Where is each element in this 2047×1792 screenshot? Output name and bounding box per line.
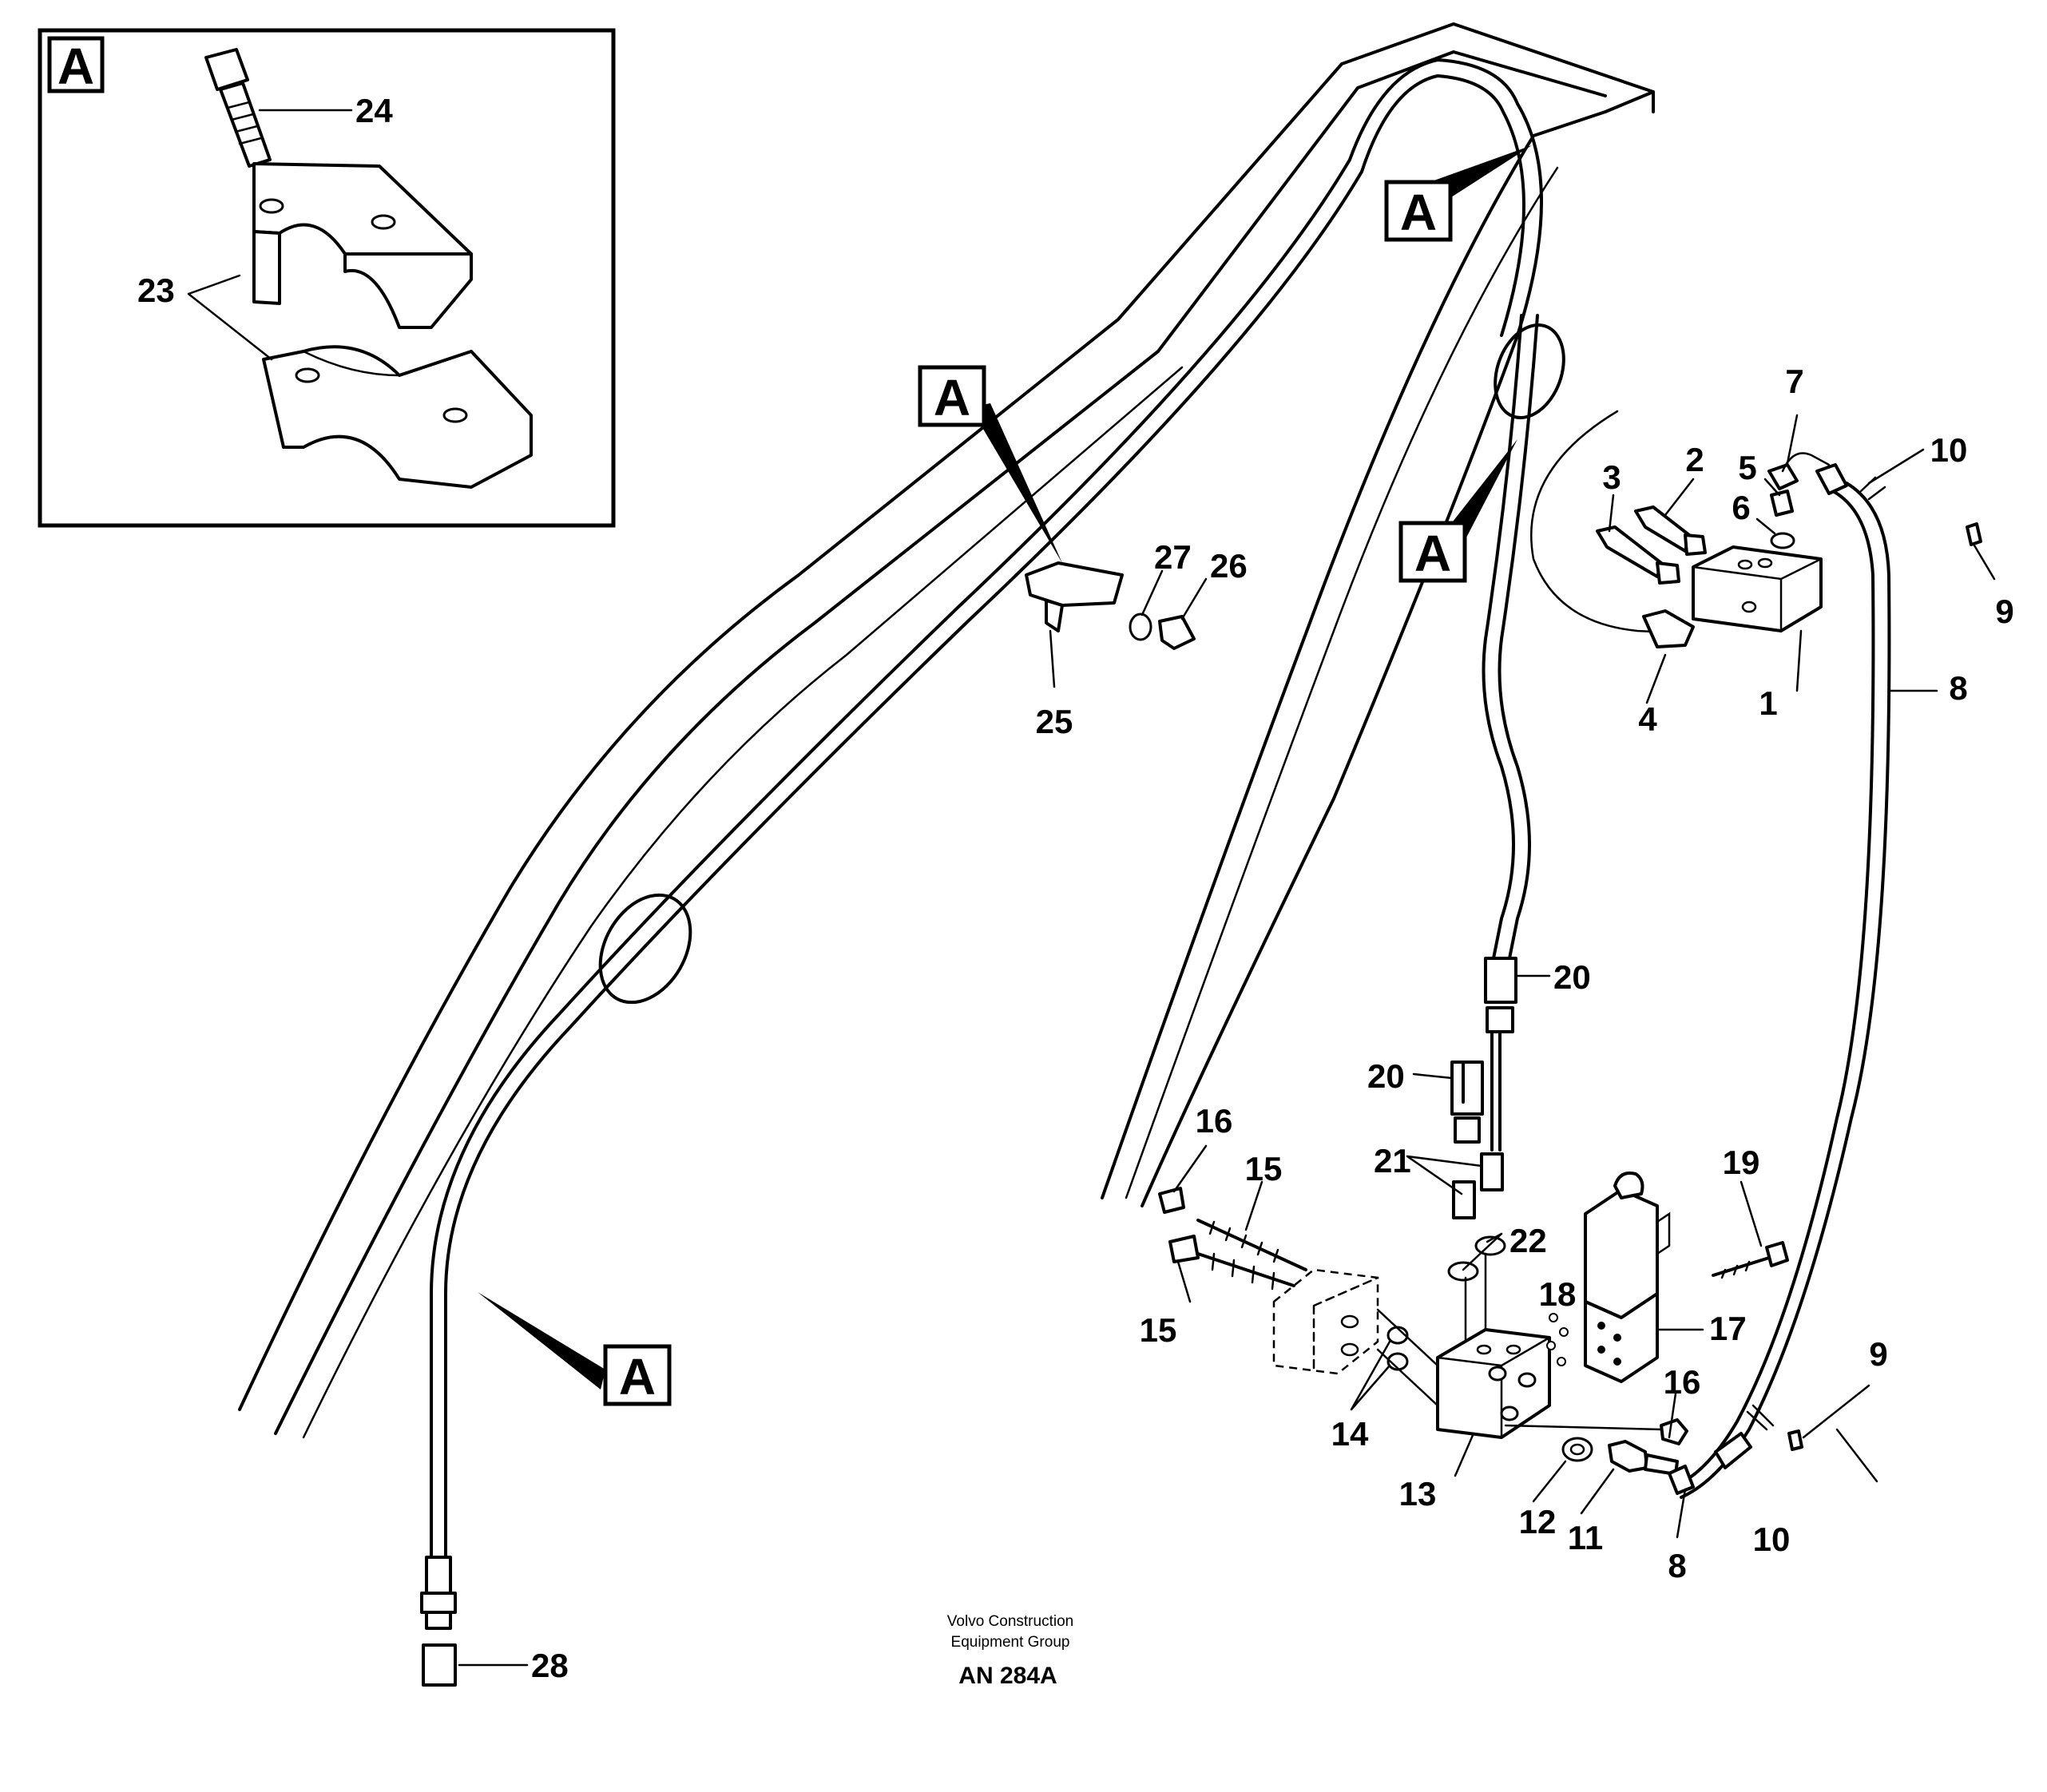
label-10-bottom: 10 [1753, 1520, 1791, 1558]
pipe-8 [1668, 463, 1891, 1499]
label-14: 14 [1331, 1415, 1369, 1453]
callout-tag-a-top: A [1384, 145, 1532, 242]
label-25: 25 [1036, 703, 1073, 740]
label-20-lower: 20 [1367, 1057, 1405, 1095]
label-16-upper: 16 [1196, 1102, 1233, 1140]
footer-code: AN 284A [958, 1663, 1057, 1689]
label-15-upper: 15 [1245, 1150, 1283, 1187]
label-5: 5 [1738, 449, 1756, 486]
label-10-top: 10 [1930, 431, 1968, 469]
label-28: 28 [531, 1647, 569, 1684]
label-9-top: 9 [1995, 593, 2013, 630]
label-27: 27 [1154, 538, 1192, 576]
footer-company-line1: Volvo Construction [947, 1613, 1073, 1630]
orings-18 [1546, 1313, 1569, 1366]
label-8-bottom: 8 [1668, 1547, 1686, 1584]
callout-tag-a-right: A [1398, 439, 1517, 583]
label-3: 3 [1602, 458, 1621, 496]
label-13: 13 [1399, 1475, 1437, 1512]
label-9-bottom: 9 [1869, 1335, 1887, 1373]
label-6: 6 [1732, 489, 1750, 526]
svg-text:A: A [1400, 184, 1437, 241]
inset-tag-a: A [58, 38, 94, 95]
clamp-upper-half [252, 162, 473, 329]
footer: Volvo Construction Equipment Group AN 28… [947, 1613, 1073, 1689]
clamp-lower-half [262, 345, 533, 489]
label-24: 24 [355, 92, 393, 129]
label-21: 21 [1374, 1142, 1411, 1179]
label-2: 2 [1685, 441, 1704, 478]
label-18: 18 [1539, 1275, 1577, 1313]
label-16-lower: 16 [1664, 1363, 1701, 1401]
label-4: 4 [1638, 700, 1657, 738]
detail-a-inset: A 24 23 [38, 28, 616, 528]
valve-block-13 [1436, 1328, 1551, 1439]
leader-23 [187, 274, 273, 361]
label-7: 7 [1785, 363, 1803, 400]
hydraulic-pipe-long [420, 58, 1543, 1687]
bolts-15 [1158, 1187, 1307, 1290]
dashed-block [1272, 1268, 1439, 1407]
leader-lines [458, 414, 1996, 1667]
label-20-upper: 20 [1553, 958, 1591, 996]
part-labels: 1 2 3 4 5 6 7 8 8 9 9 10 10 11 12 13 14 … [531, 363, 2014, 1684]
pipe-20-assembly [1447, 314, 1539, 1343]
label-26: 26 [1210, 547, 1248, 585]
label-19: 19 [1723, 1144, 1760, 1181]
svg-text:A: A [1414, 525, 1451, 582]
bracket-25 [1025, 561, 1196, 650]
solenoid-valve-17 [1584, 1172, 1671, 1383]
fittings-11-12-16 [1504, 1418, 1688, 1476]
valve-block-1-assembly [1530, 410, 1831, 648]
footer-company-line2: Equipment Group [951, 1634, 1070, 1651]
callout-tag-a-bottom: A [478, 1292, 672, 1406]
bolt-19 [1712, 1241, 1789, 1279]
label-8-top: 8 [1949, 669, 1967, 707]
callout-tag-a-middle: A [918, 365, 1062, 563]
label-12: 12 [1519, 1503, 1557, 1540]
svg-text:A: A [619, 1348, 656, 1405]
label-15-lower: 15 [1140, 1311, 1177, 1349]
svg-text:A: A [934, 369, 970, 426]
clips-9-10 [1746, 476, 1982, 1451]
label-22: 22 [1509, 1222, 1547, 1259]
label-11: 11 [1568, 1519, 1603, 1556]
label-17: 17 [1709, 1310, 1747, 1347]
label-1: 1 [1759, 684, 1777, 722]
label-23: 23 [137, 272, 175, 309]
